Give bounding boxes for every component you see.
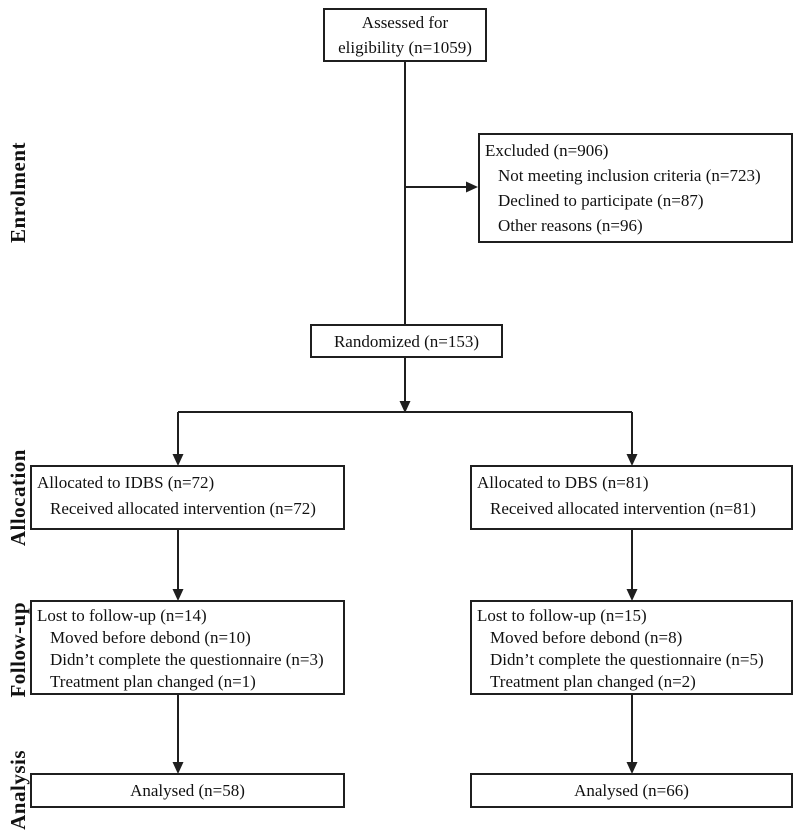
box-allocated-dbs: Allocated to DBS (n=81) Received allocat… xyxy=(470,465,793,530)
excluded-item: Not meeting inclusion criteria (n=723) xyxy=(498,166,761,185)
box-analysed-idbs: Analysed (n=58) xyxy=(30,773,345,808)
stage-label-analysis-text: Analysis xyxy=(5,750,30,830)
assessed-eligibility-text: Assessed for eligibility (n=1059) xyxy=(338,13,472,57)
followup-dbs-item: Didn’t complete the questionnaire (n=5) xyxy=(490,650,764,669)
stage-label-enrolment-text: Enrolment xyxy=(5,141,30,243)
allocated-dbs-title: Allocated to DBS (n=81) xyxy=(477,473,649,492)
followup-idbs-item: Treatment plan changed (n=1) xyxy=(50,672,256,691)
box-followup-idbs: Lost to follow-up (n=14) Moved before de… xyxy=(30,600,345,695)
followup-idbs-item: Moved before debond (n=10) xyxy=(50,628,251,647)
followup-dbs-item: Moved before debond (n=8) xyxy=(490,628,683,647)
allocated-dbs-item: Received allocated intervention (n=81) xyxy=(490,499,756,518)
followup-dbs-title: Lost to follow-up (n=15) xyxy=(477,606,647,625)
excluded-title: Excluded (n=906) xyxy=(485,141,609,160)
connector-arrow-to-analysed-idbs xyxy=(172,695,184,774)
randomized-text: Randomized (n=153) xyxy=(333,331,480,351)
box-assessed-eligibility: Assessed for eligibility (n=1059) xyxy=(323,8,487,62)
analysed-dbs-text: Analysed (n=66) xyxy=(574,781,689,800)
connector-arrow-to-analysed-dbs xyxy=(626,695,638,774)
connector-arrow-to-followup-idbs xyxy=(172,530,184,601)
stage-label-enrolment: Enrolment xyxy=(0,117,36,267)
connector-arrow-to-allocated-idbs xyxy=(172,412,184,466)
followup-idbs-item: Didn’t complete the questionnaire (n=3) xyxy=(50,650,324,669)
box-allocated-idbs: Allocated to IDBS (n=72) Received alloca… xyxy=(30,465,345,530)
allocated-idbs-item: Received allocated intervention (n=72) xyxy=(50,499,316,518)
connector-arrow-to-excluded xyxy=(405,181,478,193)
followup-dbs-item: Treatment plan changed (n=2) xyxy=(490,672,696,691)
connector-randomized-to-branch xyxy=(399,358,411,413)
box-randomized: Randomized (n=153) xyxy=(310,324,503,358)
allocated-idbs-title: Allocated to IDBS (n=72) xyxy=(37,473,215,492)
box-analysed-dbs: Analysed (n=66) xyxy=(470,773,793,808)
followup-idbs-title: Lost to follow-up (n=14) xyxy=(37,606,207,625)
connector-arrow-to-followup-dbs xyxy=(626,530,638,601)
stage-label-followup-text: Follow-up xyxy=(5,602,30,698)
excluded-item: Other reasons (n=96) xyxy=(498,216,643,235)
box-followup-dbs: Lost to follow-up (n=15) Moved before de… xyxy=(470,600,793,695)
analysed-idbs-text: Analysed (n=58) xyxy=(130,781,245,800)
stage-label-allocation-text: Allocation xyxy=(5,449,30,547)
connector-arrow-to-allocated-dbs xyxy=(626,412,638,466)
box-excluded: Excluded (n=906) Not meeting inclusion c… xyxy=(478,133,793,243)
excluded-item: Declined to participate (n=87) xyxy=(498,191,704,210)
